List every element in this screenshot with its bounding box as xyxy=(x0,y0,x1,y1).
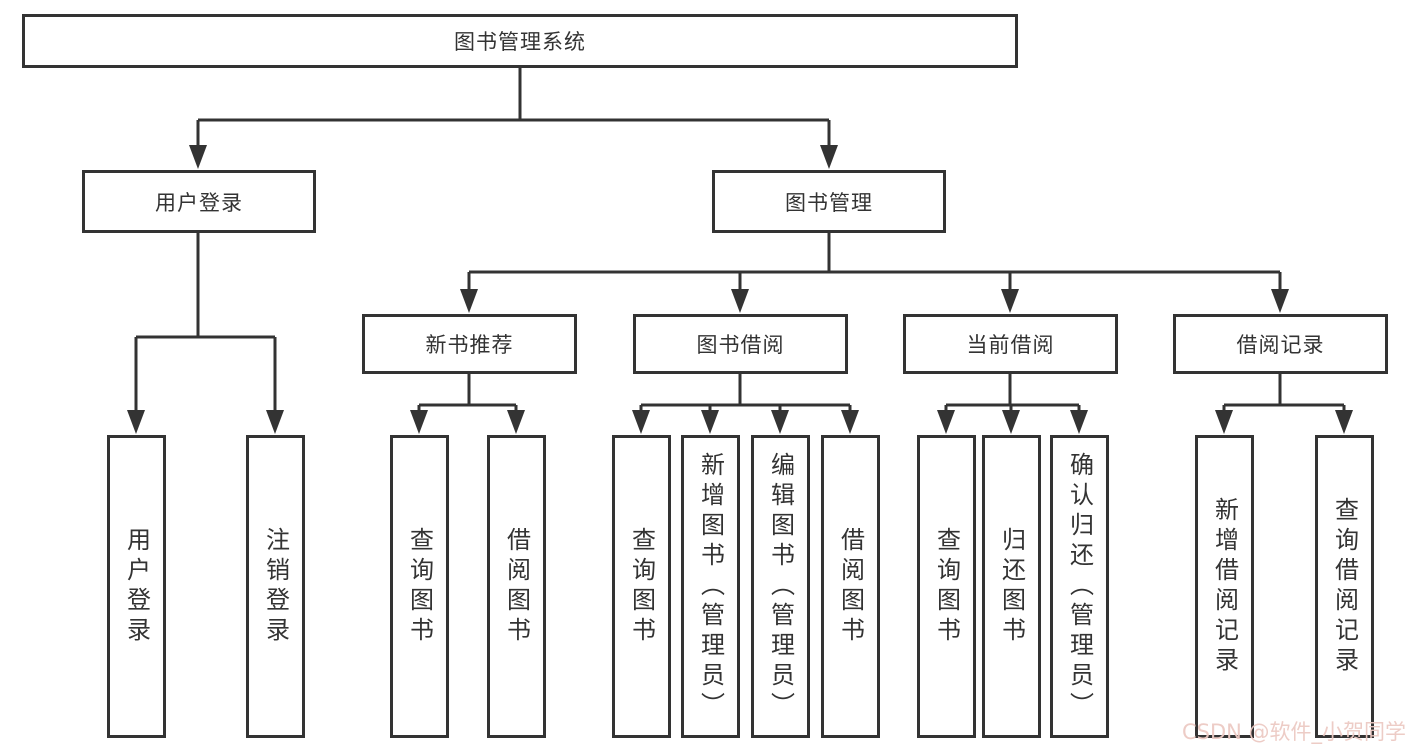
node-borrow-records: 借阅记录 xyxy=(1173,314,1388,374)
leaf-confirm-return-admin-label: 确认归还（管理员） xyxy=(1065,451,1094,722)
leaf-return-book-label: 归还图书 xyxy=(997,526,1026,647)
leaf-recommend-borrow-book-label: 借阅图书 xyxy=(502,526,531,647)
leaf-current-query-book: 查询图书 xyxy=(917,435,976,738)
leaf-query-borrow-record: 查询借阅记录 xyxy=(1315,435,1374,738)
leaf-recommend-query-book-label: 查询图书 xyxy=(405,526,434,647)
leaf-borrow-book: 借阅图书 xyxy=(821,435,880,738)
leaf-confirm-return-admin: 确认归还（管理员） xyxy=(1050,435,1109,738)
leaf-borrow-book-label: 借阅图书 xyxy=(836,526,865,647)
leaf-current-query-book-label: 查询图书 xyxy=(932,526,961,647)
leaf-logout-label: 注销登录 xyxy=(261,526,290,647)
node-book-borrow: 图书借阅 xyxy=(633,314,848,374)
node-book-borrow-label: 图书借阅 xyxy=(696,333,785,357)
node-current-borrow: 当前借阅 xyxy=(903,314,1118,374)
leaf-borrow-query-book-label: 查询图书 xyxy=(627,526,656,647)
leaf-add-borrow-record-label: 新增借阅记录 xyxy=(1210,496,1239,677)
leaf-edit-book-admin-label: 编辑图书（管理员） xyxy=(766,451,795,722)
node-current-borrow-label: 当前借阅 xyxy=(966,333,1055,357)
leaf-borrow-query-book: 查询图书 xyxy=(612,435,671,738)
leaf-user-login: 用户登录 xyxy=(107,435,166,738)
node-new-book-recommend: 新书推荐 xyxy=(362,314,577,374)
leaf-add-book-admin-label: 新增图书（管理员） xyxy=(696,451,725,722)
leaf-query-borrow-record-label: 查询借阅记录 xyxy=(1330,496,1359,677)
node-new-book-recommend-label: 新书推荐 xyxy=(425,333,514,357)
leaf-add-borrow-record: 新增借阅记录 xyxy=(1195,435,1254,738)
node-user-login-label: 用户登录 xyxy=(155,190,243,215)
csdn-watermark: CSDN @软件_小贺同学 xyxy=(1182,720,1405,744)
leaf-edit-book-admin: 编辑图书（管理员） xyxy=(751,435,810,738)
leaf-return-book: 归还图书 xyxy=(982,435,1041,738)
node-root: 图书管理系统 xyxy=(22,14,1018,68)
leaf-user-login-label: 用户登录 xyxy=(122,526,151,647)
leaf-recommend-borrow-book: 借阅图书 xyxy=(487,435,546,738)
leaf-add-book-admin: 新增图书（管理员） xyxy=(681,435,740,738)
leaf-logout: 注销登录 xyxy=(246,435,305,738)
node-borrow-records-label: 借阅记录 xyxy=(1236,333,1325,357)
node-book-management: 图书管理 xyxy=(712,170,946,233)
node-root-label: 图书管理系统 xyxy=(454,30,586,54)
node-user-login: 用户登录 xyxy=(82,170,316,233)
node-book-management-label: 图书管理 xyxy=(785,190,873,215)
leaf-recommend-query-book: 查询图书 xyxy=(390,435,449,738)
